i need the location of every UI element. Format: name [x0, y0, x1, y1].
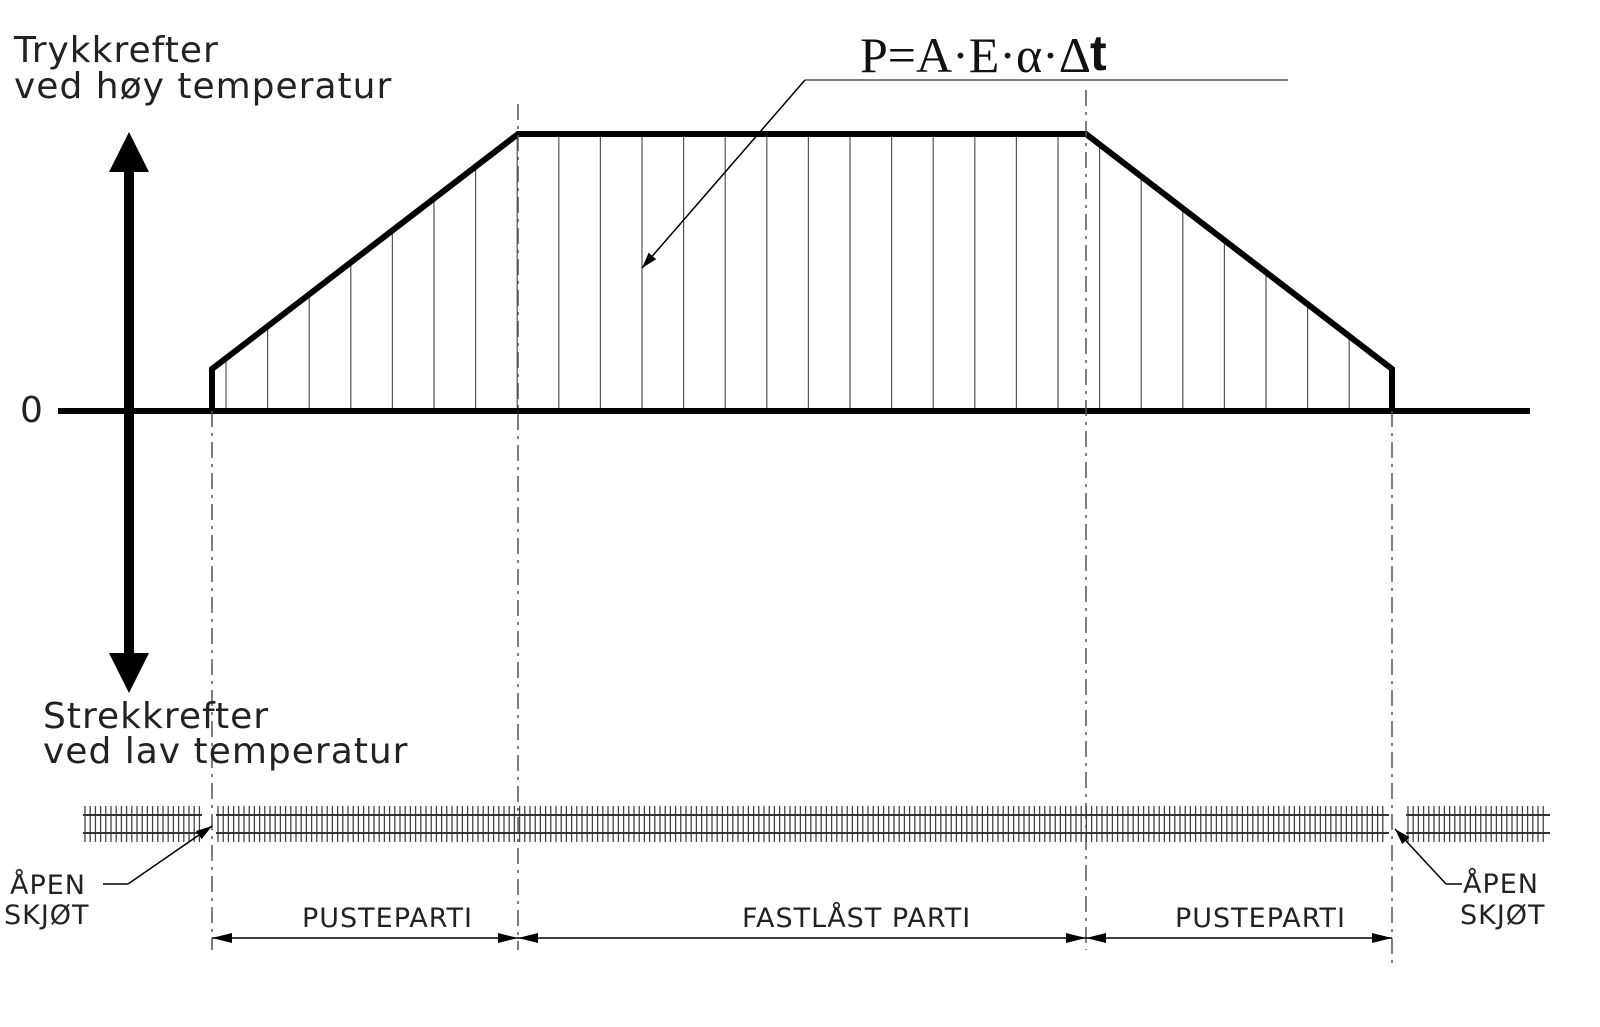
force-curve [209, 131, 1395, 411]
open-joint-left-line2: SKJØT [4, 900, 90, 931]
open-joint-right-line2: SKJØT [1460, 900, 1546, 931]
tension-label-line2: ved lav temperatur [43, 731, 408, 772]
formula-text: P=A·E·α·Δ [860, 27, 1091, 83]
force-area-hatching [225, 134, 1392, 411]
section-label-right: PUSTEPARTI [1175, 903, 1346, 934]
formula-delta-t: t [1090, 25, 1107, 81]
compression-label-line2: ved høy temperatur [14, 66, 392, 107]
force-direction-arrow [109, 132, 149, 693]
rail-track [83, 806, 1550, 842]
formula-leader [641, 79, 1288, 269]
section-label-middle: FASTLÅST PARTI [742, 902, 971, 934]
compression-label-line1: Trykkrefter [13, 30, 219, 71]
tension-label-line1: Strekkrefter [43, 696, 269, 737]
zero-label: 0 [20, 390, 44, 431]
open-joint-left-line1: ÅPEN [10, 869, 86, 901]
open-joint-right-line1: ÅPEN [1463, 868, 1539, 900]
section-label-left: PUSTEPARTI [302, 903, 473, 934]
